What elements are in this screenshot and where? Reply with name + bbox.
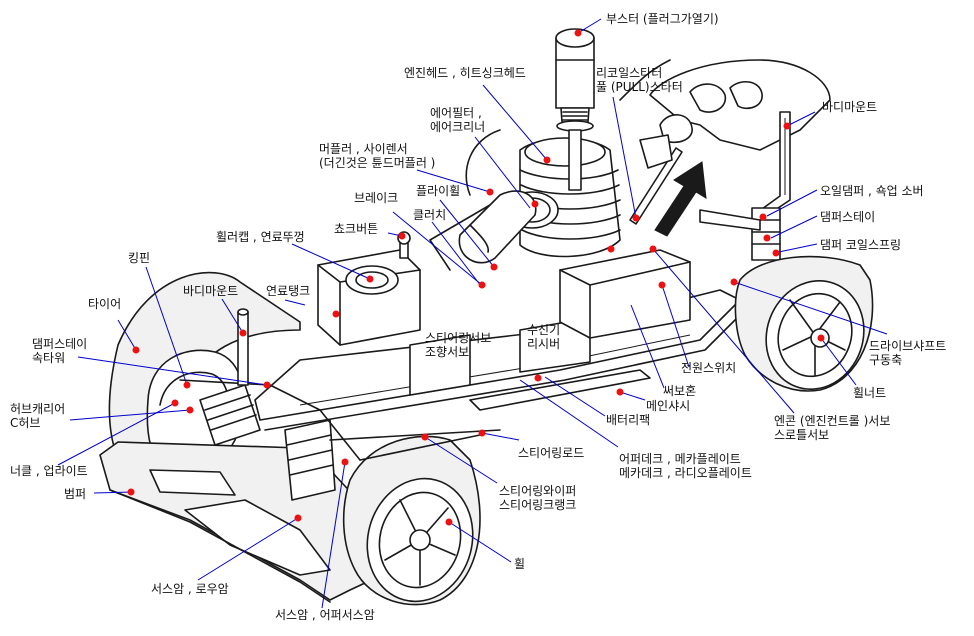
- label-steering-rod: 스티어링로드: [518, 446, 585, 460]
- label-servo-horn: 써보혼: [663, 384, 697, 398]
- label-filler-cap: 휠러캡 , 연료뚜껑: [216, 230, 305, 244]
- label-flywheel: 플라이휠: [416, 184, 461, 198]
- right-rear-damper: [699, 207, 781, 261]
- starter-rod: [629, 134, 683, 225]
- rear-right-wheel: [734, 255, 874, 392]
- label-fuel-tank: 연료탱크: [266, 284, 311, 298]
- label-tire: 타이어: [88, 297, 122, 311]
- label-oil-damper: 오일댐퍼 , 쇽업 소버: [820, 184, 924, 198]
- radio-boxes: [409, 249, 691, 396]
- label-body-mount-left: 바디마운트: [183, 284, 239, 298]
- front-dampers: [179, 379, 361, 501]
- booster-body: [555, 28, 595, 191]
- label-sus-arm-upper: 서스암 , 어퍼서스암: [275, 608, 375, 622]
- label-power-switch: 전원스위치: [681, 361, 737, 375]
- pull-direction-arrow: [654, 161, 707, 237]
- label-air-filter: 에어필터 ,에어크리너: [430, 106, 486, 134]
- label-wheel-nut: 휠너트: [853, 386, 887, 400]
- label-booster: 부스터 (플러그가열기): [606, 12, 719, 26]
- label-bumper: 범퍼: [64, 487, 87, 501]
- label-clutch: 클러치: [413, 208, 447, 222]
- label-engine-head: 엔진헤드 , 히트싱크헤드: [404, 66, 526, 80]
- left-body-mount-post: [237, 308, 249, 386]
- leader-lines: [57, 18, 888, 609]
- label-battery-pack: 배터리팩: [606, 413, 651, 427]
- muffler-body: [429, 129, 537, 271]
- front-right-wheel: [342, 435, 481, 606]
- label-wheel: 휠: [514, 557, 526, 571]
- label-damper-coil-spring: 댐퍼 코일스프링: [820, 238, 902, 252]
- label-choke-button: 쵸크버튼: [334, 222, 379, 236]
- part-markers: [127, 29, 825, 526]
- label-brake: 브레이크: [354, 191, 399, 205]
- label-muffler: 머플러 , 사이렌서(더긴것은 튠드머플러 ): [319, 142, 436, 170]
- label-sus-arm-lower: 서스암 , 로우암: [151, 582, 229, 596]
- label-knuckle: 너클 , 업라이트: [10, 464, 88, 478]
- label-main-chassis: 메인샤시: [646, 399, 691, 413]
- label-king-pin: 킹핀: [128, 251, 151, 265]
- steering-linkage: [329, 429, 501, 461]
- fuel-tank-body: [317, 231, 421, 346]
- label-damper-stay: 댐퍼스테이: [820, 210, 876, 224]
- label-body-mount-right: 바디마운트: [822, 100, 878, 114]
